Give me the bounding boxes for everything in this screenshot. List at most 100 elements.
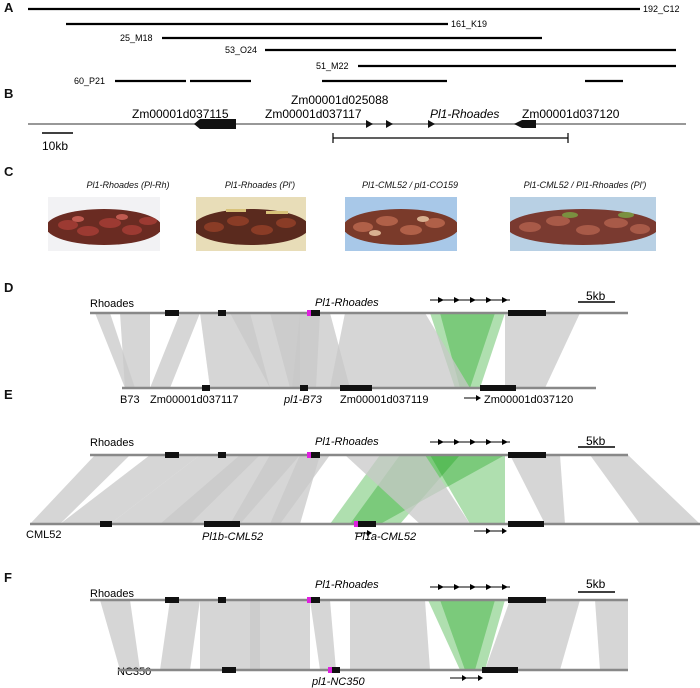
e-gray-band [110,455,260,524]
e-gray-band [510,455,565,524]
gene-label-plr: Pl1-Rhoades [430,107,499,121]
photo-caption-3: Pl1-CML52 / pl1-CO159 [361,180,459,190]
d-gray-band [330,313,470,388]
e-top-magenta [307,452,311,458]
e-top-gene-box [165,452,179,458]
e-bottom-gene-box [100,521,112,527]
panel-letter-e: E [4,387,13,402]
bac-label-m18: 25_M18 [120,33,153,43]
d-gene-119: Zm00001d037119 [340,394,428,406]
d-repeat-arrow [470,297,476,303]
d-repeat-arrow [486,297,492,303]
d-bottom-gene-box [202,385,210,391]
e-top-label: Rhoades [90,437,135,449]
f-top-gene-box [218,597,226,603]
photo-caption-1: Pl1-Rhoades (Pl-Rh) [86,180,170,190]
f-bottom-label: NC350 [117,666,151,678]
e-bottom-gene-box [204,521,240,527]
d-gray-band [150,313,200,388]
e-gray-band [590,455,700,524]
d-scale-label: 5kb [586,289,606,303]
f-bottom-gene-box [482,667,518,673]
f-gray-band [350,600,430,670]
panel-letter-c: C [4,164,14,179]
f-top-label: Rhoades [90,588,135,600]
photo-caption-2: Pl1-Rhoades (Pl') [224,180,296,190]
d-gray-band [120,313,150,388]
e-top-gene-box [508,452,546,458]
e-top-gene: Pl1-Rhoades [315,436,379,448]
bac-label-m22: 51_M22 [316,61,349,71]
d-bottom-arrow [476,395,481,401]
d-repeat-arrow [502,297,508,303]
d-repeat-arrow [438,297,444,303]
panel-letter-d: D [4,280,14,295]
d-top-magenta [307,310,311,316]
d-top-gene-box [165,310,179,316]
f-repeat-arrow [454,584,460,590]
e-bottom-label: CML52 [26,529,61,541]
gene-arrow-120 [514,120,536,128]
d-gene-117: Zm00001d037117 [150,394,238,406]
e-top-gene-box [218,452,226,458]
f-top-gene-box [508,597,546,603]
d-bottom-gene-box [480,385,516,391]
f-repeat-arrow [486,584,492,590]
d-gray-band [200,313,270,388]
gene-arrow-c [428,120,435,128]
d-top-gene: Pl1-Rhoades [315,297,379,309]
tassel-photo-1 [48,197,160,251]
e-gene-pl1b: Pl1b-CML52 [202,531,263,543]
panel-letter-a: A [4,0,14,15]
e-bottom-magenta [354,521,358,527]
bac-label-c12: 192_C12 [643,4,680,14]
f-top-gene-box [165,597,179,603]
f-gray-band [160,600,200,670]
gene-arrow-a [366,120,373,128]
gene-arrow-b [386,120,393,128]
d-repeat-arrow [454,297,460,303]
panel-letter-b: B [4,86,14,101]
d-gene-pl1b73: pl1-B73 [283,394,323,406]
d-green-band [440,313,495,388]
bac-label-k19: 161_K19 [451,19,487,29]
e-repeat-arrow [470,439,476,445]
e-bottom-gene-box [358,521,376,527]
e-bottom-arrow [367,530,372,536]
bac-label-o24: 53_O24 [225,45,257,55]
d-top-gene-box [218,310,226,316]
f-bottom-arrow [462,675,467,681]
tassel-photo-2 [196,197,306,251]
gene-label-088: Zm00001d025088 [291,93,389,107]
e-repeat-arrow [502,439,508,445]
e-repeat-arrow [454,439,460,445]
tassel-photo-4 [510,197,656,251]
d-top-gene-box [310,310,320,316]
e-bottom-arrow [502,528,507,534]
f-bottom-arrow [478,675,483,681]
d-top-label: Rhoades [90,298,135,310]
e-bottom-gene-box [508,521,544,527]
d-top-gene-box [508,310,546,316]
e-scale-label: 5kb [586,434,606,448]
f-gray-band [100,600,140,670]
panel-ab-svg: 192_C12 161_K19 25_M18 53_O24 51_M22 60_… [28,4,686,153]
f-gray-band [485,600,580,670]
panel-letter-f: F [4,570,12,585]
f-gray-band [250,600,310,670]
gene-label-115: Zm00001d037115 [132,107,229,121]
f-repeat-arrow [438,584,444,590]
d-gene-120: Zm00001d037120 [484,394,573,406]
f-gray-band [310,600,336,670]
d-bottom-gene-box [300,385,308,391]
e-gray-band [345,455,470,524]
gene-arrow-115 [194,119,236,129]
f-top-gene: Pl1-Rhoades [315,579,379,591]
f-green-band [428,600,505,670]
e-repeat-arrow [486,439,492,445]
f-green-band [440,600,495,670]
f-bottom-gene-box [222,667,236,673]
e-top-gene-box [310,452,320,458]
